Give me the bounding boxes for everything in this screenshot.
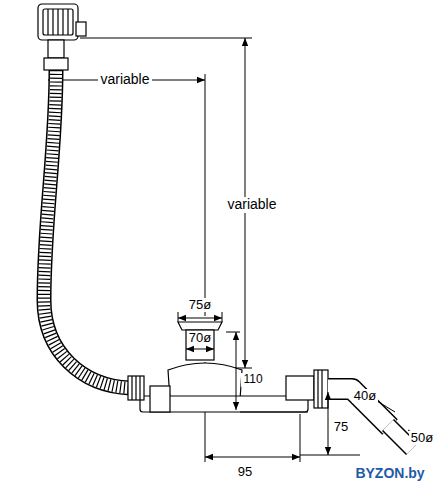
flexible-hose <box>44 70 130 388</box>
dimension-line <box>236 332 237 410</box>
extension-line <box>222 312 223 322</box>
extension-line <box>240 412 308 413</box>
dimension-label: 110 <box>241 373 264 386</box>
watermark: BYZON.by <box>353 466 426 481</box>
extension-line <box>226 332 240 333</box>
outlet-elbow <box>328 389 412 449</box>
diameter-label: 70ø <box>187 331 213 345</box>
dimension-line <box>205 457 300 458</box>
overflow-head <box>38 4 86 70</box>
dimension-line <box>178 318 222 319</box>
diameter-label: 40ø <box>352 389 378 403</box>
diameter-label: 50ø <box>409 431 435 445</box>
dimension-label: 95 <box>236 465 254 479</box>
dimension-line <box>328 392 329 455</box>
extension-line <box>300 455 360 456</box>
dimension-label: variable <box>225 197 278 212</box>
dimension-label: 75 <box>332 420 350 434</box>
dimension-label: variable <box>98 72 151 87</box>
dimension-line <box>186 349 214 350</box>
center-line <box>205 74 206 316</box>
extension-line <box>300 414 301 462</box>
waste-drain <box>128 322 328 412</box>
extension-line <box>178 312 179 322</box>
diameter-label: 75ø <box>187 298 213 312</box>
reference-line <box>80 38 252 39</box>
